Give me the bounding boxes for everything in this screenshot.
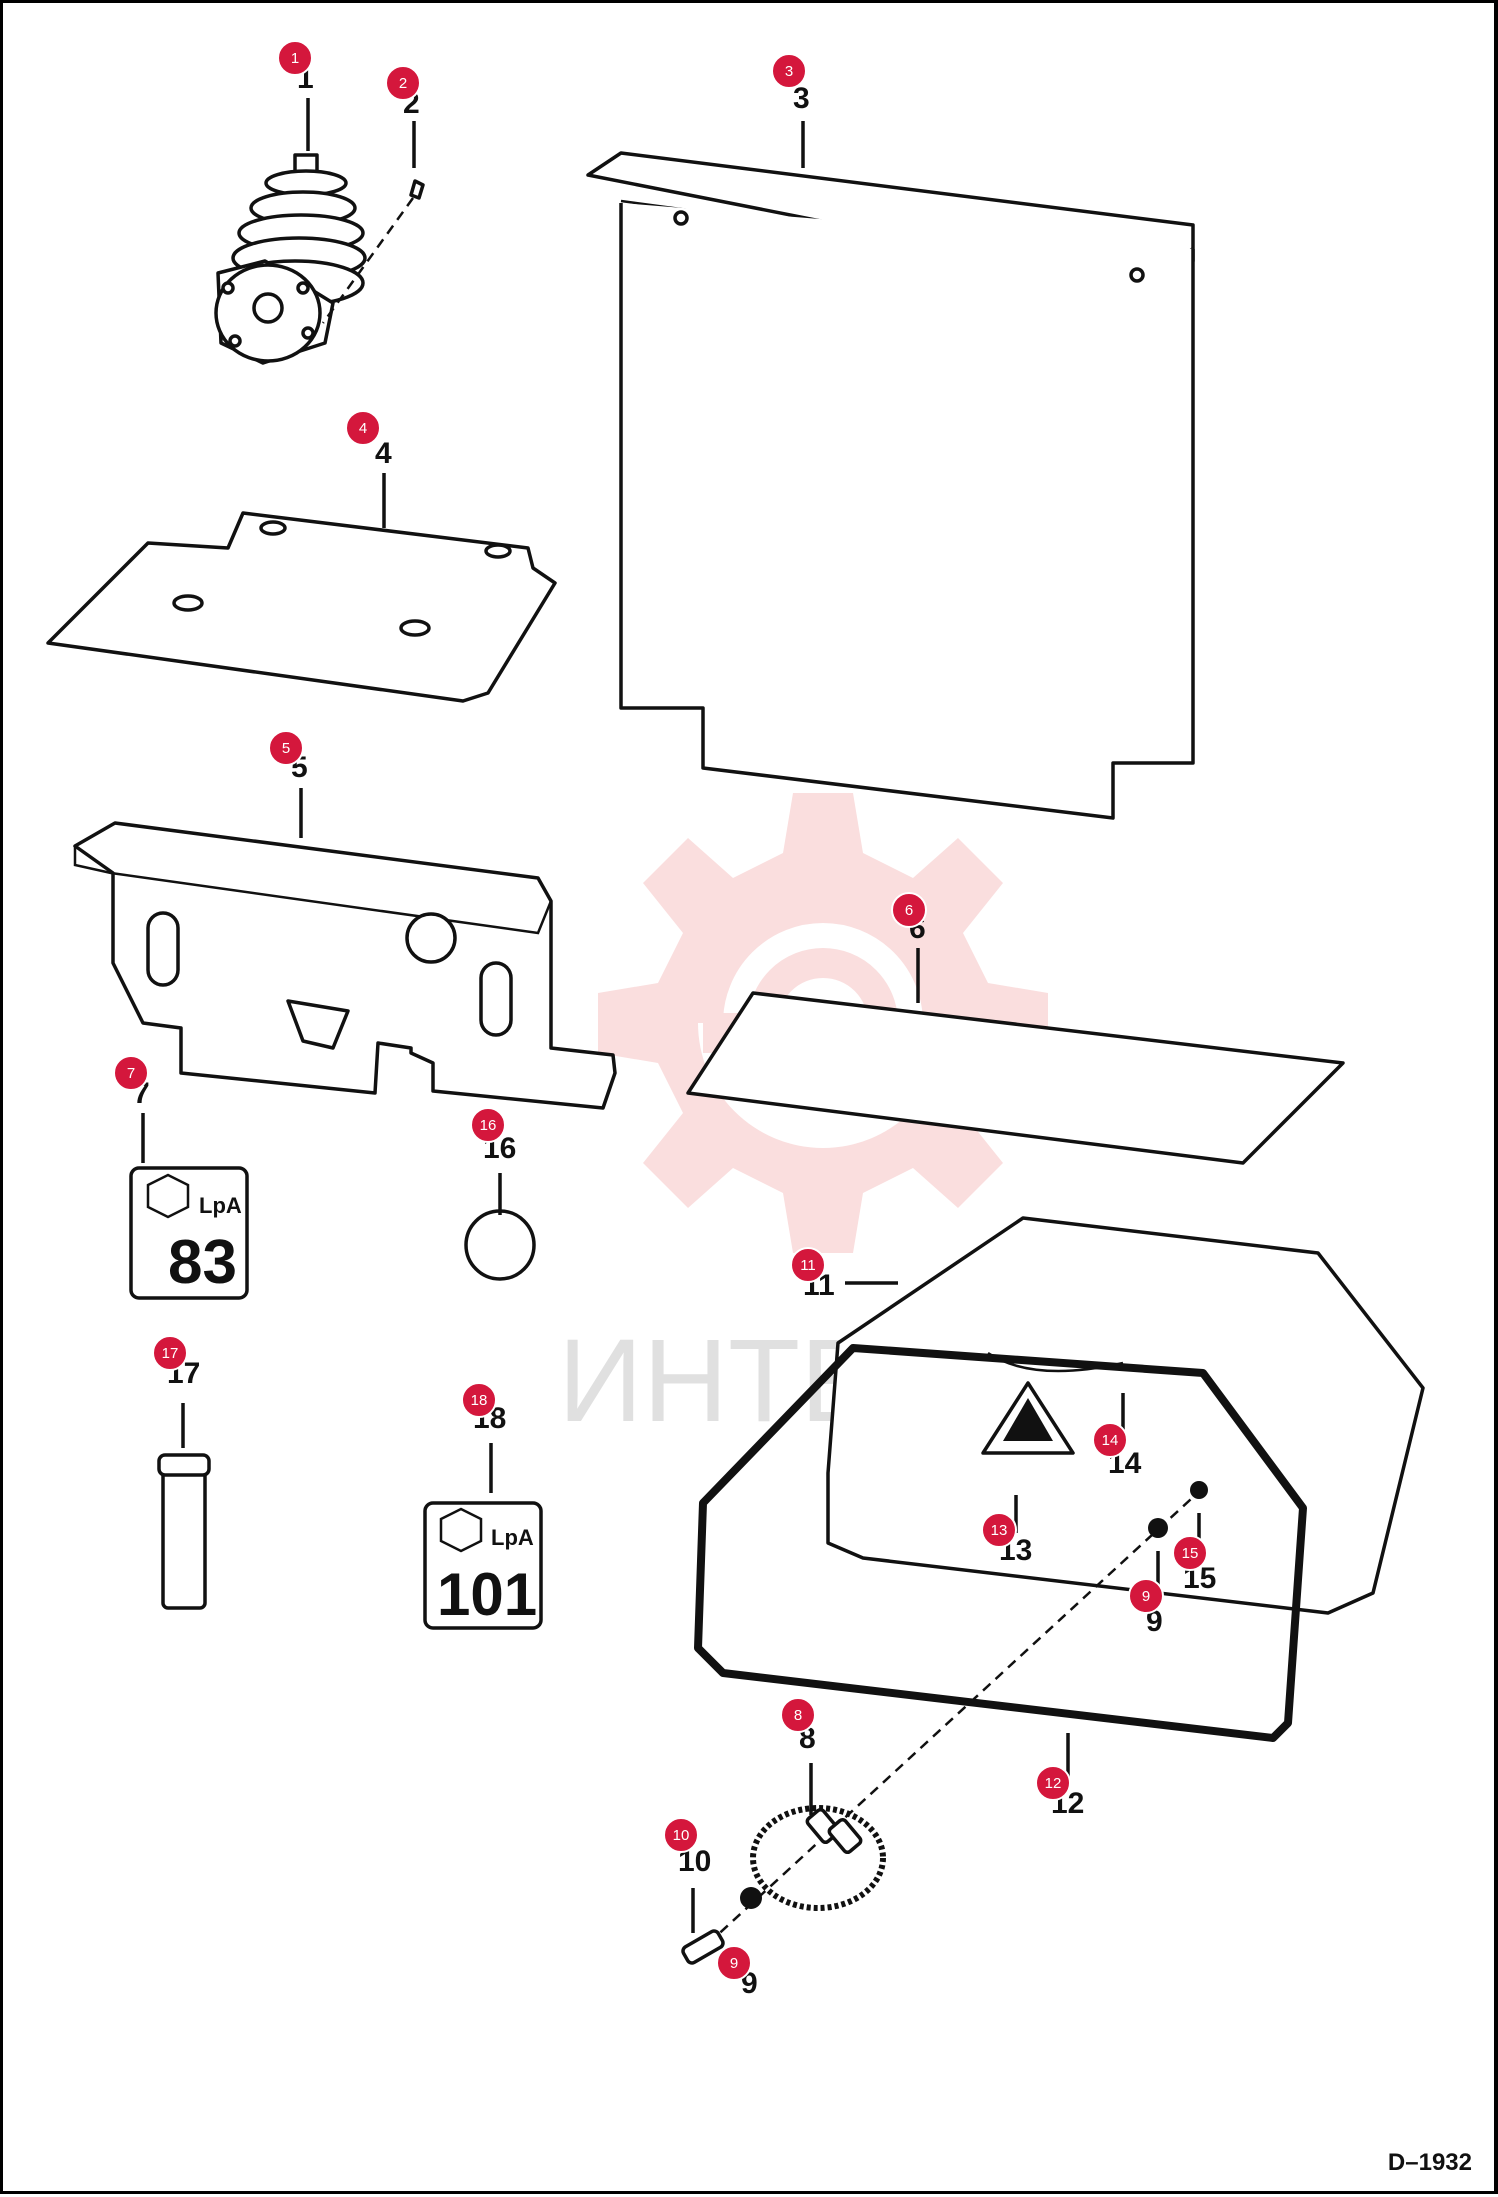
callout-12[interactable]: 12 xyxy=(1035,1765,1071,1801)
svg-text:8: 8 xyxy=(794,1707,802,1724)
svg-text:1: 1 xyxy=(291,50,299,67)
part-number-4: 4 xyxy=(375,437,392,470)
svg-text:16: 16 xyxy=(480,1117,497,1134)
decal-18-number: 101 xyxy=(437,1561,537,1628)
callout-7[interactable]: 7 xyxy=(113,1055,149,1091)
drawing-id-label: D–1932 xyxy=(1387,2149,1472,2176)
part-number-3: 3 xyxy=(793,82,810,115)
part-13-warning-tag xyxy=(981,1351,1124,1455)
callout-1[interactable]: 1 xyxy=(277,40,313,76)
svg-text:12: 12 xyxy=(1045,1775,1062,1792)
svg-text:5: 5 xyxy=(282,740,290,757)
svg-text:18: 18 xyxy=(471,1392,488,1409)
callouts: 1 2 3 4 5 6 7 8 9 9 10 11 12 13 14 15 16… xyxy=(113,40,1208,1981)
exploded-parts-diagram: ИНТЕХ xyxy=(46,40,1425,2000)
part-4-plate xyxy=(46,511,557,703)
part-hardware-chain xyxy=(681,1481,1208,1965)
callout-15[interactable]: 15 xyxy=(1172,1535,1208,1571)
callout-3[interactable]: 3 xyxy=(771,53,807,89)
callout-13[interactable]: 13 xyxy=(981,1512,1017,1548)
callout-2[interactable]: 2 xyxy=(385,65,421,101)
part-1-bellows-boot xyxy=(214,153,367,365)
part-2-screw xyxy=(321,179,425,324)
svg-text:11: 11 xyxy=(800,1257,816,1274)
part-17-pin xyxy=(157,1453,211,1610)
callout-8[interactable]: 8 xyxy=(780,1697,816,1733)
svg-text:17: 17 xyxy=(162,1345,179,1362)
callout-9a[interactable]: 9 xyxy=(1128,1578,1164,1614)
part-5-bracket xyxy=(73,821,617,1110)
callout-14[interactable]: 14 xyxy=(1092,1422,1128,1458)
part-6-pad xyxy=(686,991,1345,1165)
svg-text:2: 2 xyxy=(399,75,407,92)
svg-text:13: 13 xyxy=(991,1522,1008,1539)
callout-10[interactable]: 10 xyxy=(663,1817,699,1853)
svg-text:9: 9 xyxy=(730,1955,738,1972)
callout-16[interactable]: 16 xyxy=(470,1107,506,1143)
svg-text:15: 15 xyxy=(1182,1545,1199,1562)
decal-7-lpa: LpA xyxy=(199,1193,242,1218)
svg-text:14: 14 xyxy=(1102,1432,1119,1449)
callout-4[interactable]: 4 xyxy=(345,410,381,446)
part-3-panel xyxy=(586,151,1195,820)
svg-text:7: 7 xyxy=(127,1065,135,1082)
svg-text:9: 9 xyxy=(1142,1588,1150,1605)
svg-text:6: 6 xyxy=(905,902,913,919)
part-12-seat-frame xyxy=(694,1344,1307,1742)
part-18-decal: LpA 101 xyxy=(423,1501,543,1630)
decal-7-number: 83 xyxy=(168,1228,237,1297)
callout-18[interactable]: 18 xyxy=(461,1382,497,1418)
callout-6[interactable]: 6 xyxy=(891,892,927,928)
callout-11[interactable]: 11 xyxy=(790,1247,826,1283)
callout-9b[interactable]: 9 xyxy=(716,1945,752,1981)
svg-text:3: 3 xyxy=(785,63,793,80)
callout-17[interactable]: 17 xyxy=(152,1335,188,1371)
part-16-cap xyxy=(464,1209,536,1281)
decal-18-lpa: LpA xyxy=(491,1525,534,1550)
svg-text:4: 4 xyxy=(359,420,367,437)
svg-text:10: 10 xyxy=(673,1827,690,1844)
part-7-decal: LpA 83 xyxy=(129,1166,249,1300)
part-11-seat-cover xyxy=(826,1216,1425,1615)
callout-5[interactable]: 5 xyxy=(268,730,304,766)
